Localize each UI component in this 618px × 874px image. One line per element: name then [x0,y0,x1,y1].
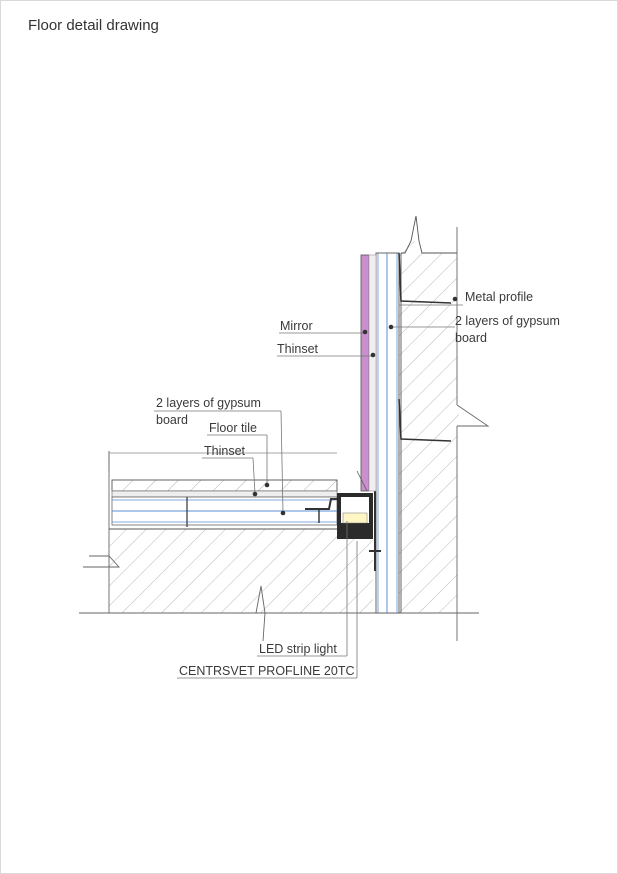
concrete-wall [399,215,490,641]
mirror-layer [360,254,377,492]
label-mirror: Mirror [280,319,313,333]
label-led-strip: LED strip light [259,642,337,656]
page-title: Floor detail drawing [28,17,159,34]
leader-lines [154,304,463,679]
label-thinset-floor: Thinset [204,444,246,458]
label-gypsum-wall-line2: board [455,331,487,345]
floor-layers [109,452,338,527]
label-thinset-wall: Thinset [277,342,319,356]
label-gypsum-floor-line2: board [156,413,188,427]
gypsum-wall-layers [375,252,400,614]
label-floor-tile: Floor tile [209,421,257,435]
label-gypsum-wall-line1: 2 layers of gypsum [455,314,560,328]
label-profile-name: CENTRSVET PROFLINE 20TC [179,664,355,678]
leader-dots [252,296,458,516]
concrete-slab [79,451,479,642]
label-metal-profile: Metal profile [465,290,533,304]
label-gypsum-floor-line1: 2 layers of gypsum [156,396,261,410]
labels: Metal profile 2 layers of gypsum board M… [156,290,560,678]
led-profile [305,470,373,539]
metal-profiles [369,252,452,571]
